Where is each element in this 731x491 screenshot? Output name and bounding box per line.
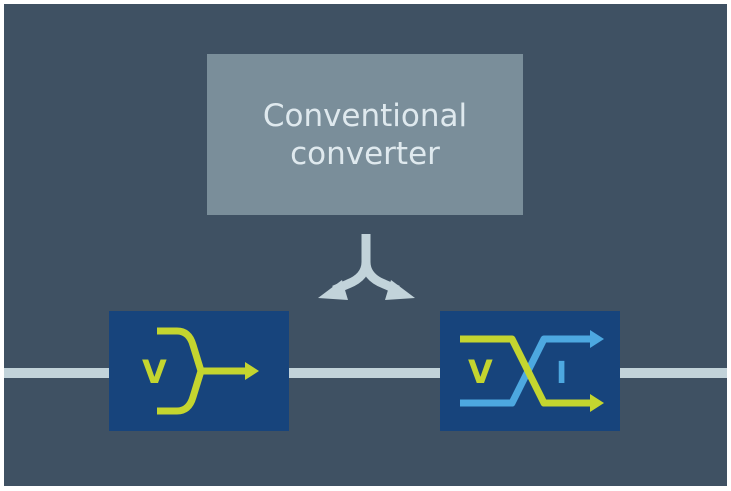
voltage-block: V [109,311,289,431]
conventional-converter-label-line1: Conventional [262,97,468,134]
voltage-output-icon: V [142,327,259,415]
current-symbol: I [556,356,567,391]
voltage-symbol: V [142,353,167,391]
signal-line [4,368,727,378]
conventional-converter-label-line2: converter [290,135,440,172]
voltage-current-block: V I [440,311,620,431]
diagram-canvas: Conventional converter V [4,4,727,486]
voltage-current-output-icon: V I [460,330,604,412]
conventional-converter-label: Conventional converter [263,97,467,173]
conventional-converter-box: Conventional converter [207,54,523,215]
split-arrow-icon [318,234,415,300]
voltage-symbol: V [468,353,493,391]
